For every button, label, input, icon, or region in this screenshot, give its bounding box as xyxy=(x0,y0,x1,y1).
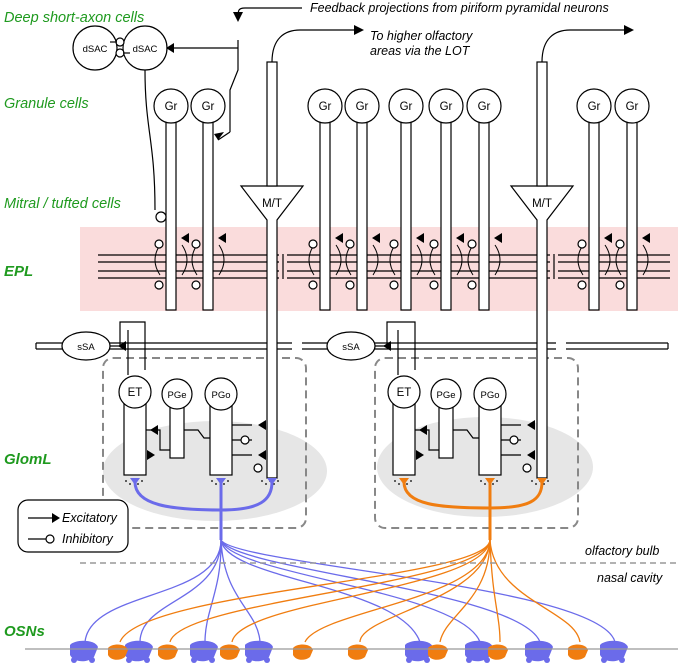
label-glomL: GlomL xyxy=(4,451,52,468)
label-mitral-tufted-cells: Mitral / tufted cells xyxy=(4,196,121,212)
gr-label: Gr xyxy=(356,101,369,113)
gr-label: Gr xyxy=(626,101,639,113)
pge-label: PGe xyxy=(436,390,455,401)
legend-inhibitory: Inhibitory xyxy=(62,532,113,546)
note-olfactory-bulb: olfactory bulb xyxy=(585,544,659,558)
gr-label: Gr xyxy=(165,101,178,113)
pgo-label: PGo xyxy=(211,390,230,401)
juxtaglomerular-cells-right: ET PGe PGo xyxy=(387,375,535,476)
juxtaglomerular-cells-left: ET PGe PGo xyxy=(118,375,266,476)
label-epl: EPL xyxy=(4,263,33,280)
gr-label: Gr xyxy=(202,101,215,113)
ssa-label: sSA xyxy=(342,342,360,353)
glomerular-unit-right xyxy=(374,357,579,529)
pge-label: PGe xyxy=(167,390,186,401)
dsac-label: dSAC xyxy=(83,44,108,55)
glomerular-unit-left xyxy=(102,357,307,529)
osn-axon-terminals-blue xyxy=(133,481,274,540)
gr-label: Gr xyxy=(400,101,413,113)
mt-label: M/T xyxy=(262,198,282,210)
note-higher-line2: areas via the LOT xyxy=(370,44,471,58)
excitatory-synapses xyxy=(181,233,650,243)
osn-axon-terminals-orange xyxy=(402,481,544,540)
gr-label: Gr xyxy=(440,101,453,113)
osn-cell-bodies-orange xyxy=(108,644,588,660)
mt-label: M/T xyxy=(532,198,552,210)
lateral-dendrites xyxy=(98,252,670,281)
label-deep-short-axon-cells: Deep short-axon cells xyxy=(4,10,144,26)
deep-short-axon-cells: dSAC dSAC xyxy=(72,25,238,223)
gr-label: Gr xyxy=(478,101,491,113)
ssa-cell-left: sSA xyxy=(61,321,146,375)
legend: Excitatory Inhibitory xyxy=(17,499,129,553)
gr-label: Gr xyxy=(588,101,601,113)
pgo-label: PGo xyxy=(480,390,499,401)
inhibitory-synapses xyxy=(154,239,625,290)
ssa-label: sSA xyxy=(77,342,95,353)
legend-excitatory: Excitatory xyxy=(62,511,118,525)
note-nasal-cavity: nasal cavity xyxy=(597,571,663,585)
label-granule-cells: Granule cells xyxy=(4,96,89,112)
osn-axons-blue xyxy=(84,539,616,643)
et-label: ET xyxy=(397,387,412,399)
osn-cell-bodies-blue xyxy=(70,640,628,663)
feedback-projection xyxy=(214,7,302,141)
granule-cells: Gr Gr Gr Gr Gr Gr Gr Gr Gr xyxy=(153,88,650,311)
gr-label: Gr xyxy=(319,101,332,113)
et-label: ET xyxy=(128,387,143,399)
mitral-tufted-cell-right: M/T xyxy=(509,25,634,479)
note-higher-line1: To higher olfactory xyxy=(370,29,473,43)
ssa-cell-right: sSA xyxy=(326,321,416,375)
osn-axons-orange xyxy=(119,539,581,643)
dsac-label: dSAC xyxy=(133,44,158,55)
note-feedback: Feedback projections from piriform pyram… xyxy=(310,1,609,15)
label-osns: OSNs xyxy=(4,623,45,640)
